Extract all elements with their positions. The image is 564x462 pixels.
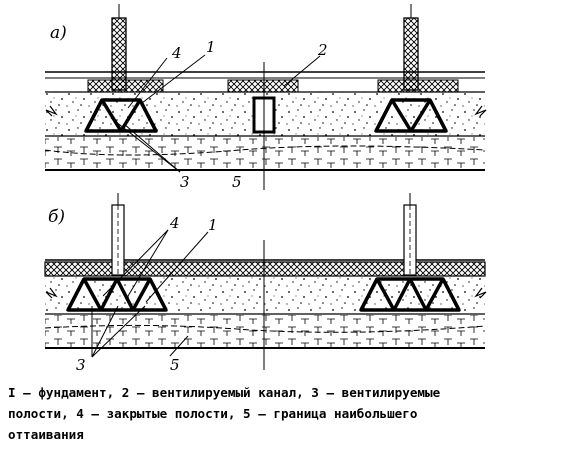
caption-line-3: оттаивания — [8, 427, 84, 442]
panel-b: б) — [44, 193, 487, 374]
panel-a-insulation — [87, 79, 459, 93]
panel-a-callout-2: 2 — [317, 41, 328, 59]
panel-b-leaders — [91, 229, 209, 358]
panel-b-right-truss — [359, 277, 461, 312]
panel-b-label: б) — [48, 207, 65, 227]
panel-b-callout-1: 1 — [208, 216, 218, 234]
caption-line-2: полости, 4 – закрытые полости, 5 – грани… — [8, 406, 418, 421]
panel-a-thaw-boundary — [44, 145, 486, 156]
caption-line-1: I – фундамент, 2 – вентилируемый канал, … — [8, 385, 441, 400]
foundation-diagram: а) — [44, 4, 487, 374]
panel-b-callout-5: 5 — [170, 356, 180, 374]
panel-a-callout-5: 5 — [232, 173, 242, 191]
panel-a-callout-3: 3 — [180, 173, 190, 191]
panel-a: а) — [44, 4, 487, 191]
panel-a-right-column — [403, 4, 419, 91]
panel-b-thaw-boundary — [44, 324, 486, 333]
panel-a-label: а) — [50, 23, 67, 43]
panel-a-ground — [45, 137, 485, 169]
panel-b-callout-3: 3 — [76, 356, 86, 374]
panel-a-break-right — [474, 105, 487, 117]
panel-a-leaders — [110, 54, 321, 173]
panel-a-callout-1: 1 — [206, 38, 216, 56]
panel-b-insulation — [44, 261, 486, 277]
panel-a-callout-4: 4 — [171, 44, 182, 62]
panel-a-break-left — [45, 105, 58, 117]
panel-a-left-column — [111, 4, 127, 91]
panel-b-break-left — [45, 287, 58, 299]
figure-caption: I – фундамент, 2 – вентилируемый канал, … — [8, 382, 558, 445]
panel-b-right-column — [403, 193, 417, 276]
panel-b-break-right — [474, 287, 487, 299]
panel-a-right-truss — [374, 98, 448, 133]
panel-b-left-truss — [66, 277, 168, 312]
panel-a-ventilated-channel — [252, 62, 276, 190]
panel-b-left-column — [111, 193, 125, 276]
panel-b-callout-4: 4 — [169, 214, 180, 232]
